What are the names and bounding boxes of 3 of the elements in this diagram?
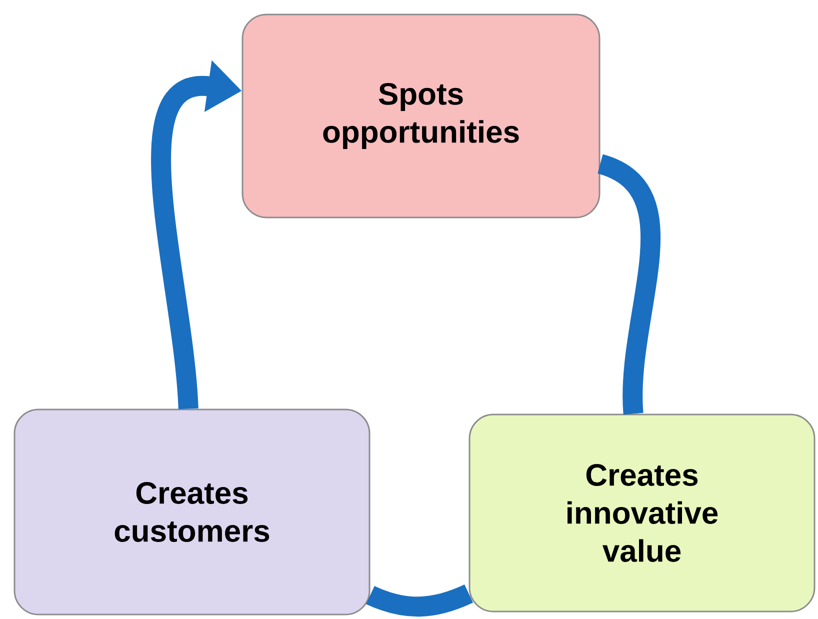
process-box: Spots opportunities: [242, 14, 600, 218]
process-box: Creates innovative value: [468, 414, 816, 612]
process-box: Creates customers: [14, 408, 370, 616]
